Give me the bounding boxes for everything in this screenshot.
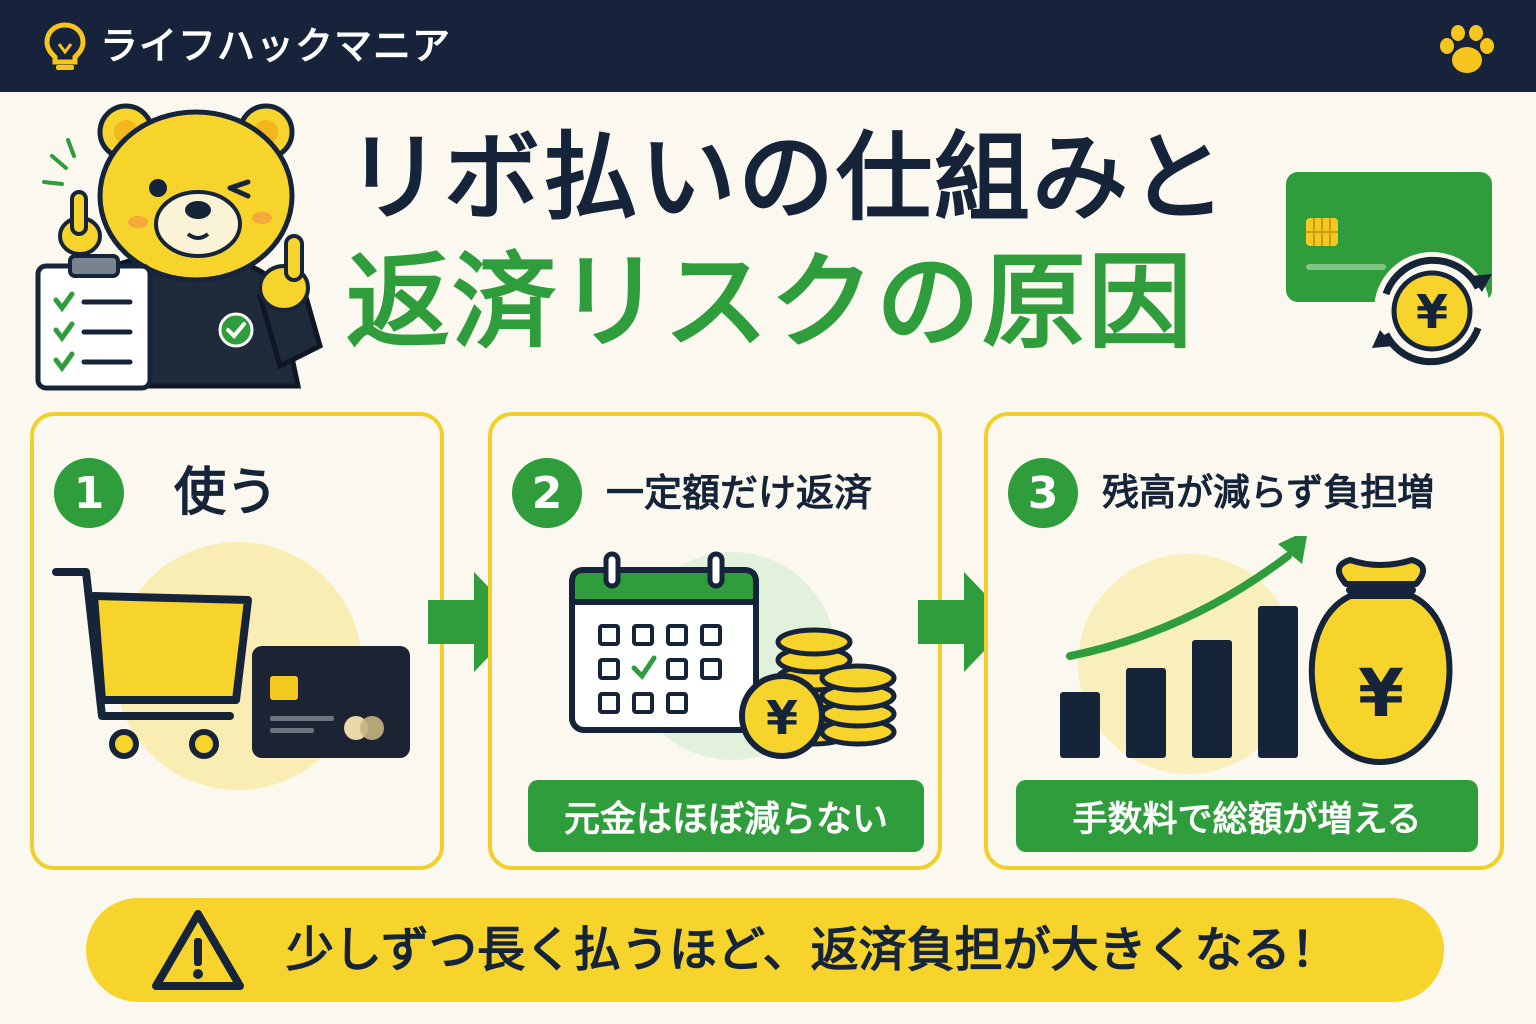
credit-card-yen-cycle-icon: ¥ — [1286, 172, 1492, 368]
calendar-icon — [569, 551, 759, 733]
arrow-right-icon — [428, 572, 522, 672]
arrow-right-icon — [918, 572, 1012, 672]
step-card-3: 3 残高が減らず負担増 ¥ 手数料で総額が増える — [984, 412, 1504, 870]
step-card-2: 2 一定額だけ返済 — [488, 412, 942, 870]
step-3-illustration: ¥ — [1060, 536, 1453, 774]
title-line-1: リボ払いの仕組みと — [346, 122, 1228, 234]
step-number-1: 1 — [54, 458, 124, 528]
step-1-illustration — [52, 542, 410, 790]
step-number-3: 3 — [1008, 458, 1078, 528]
header-bar: ライフハックマニア — [0, 0, 1536, 92]
credit-card-icon — [252, 646, 410, 758]
step-title-2: 一定額だけ返済 — [606, 471, 873, 515]
warning-icon — [152, 910, 244, 990]
step-title-1: 使う — [174, 463, 279, 523]
bar-chart-icon — [1060, 536, 1307, 758]
step-card-1: 1 使う — [30, 412, 444, 870]
coin-stack-icon: ¥ — [739, 627, 897, 759]
warning-banner: 少しずつ長く払うほど、返済負担が大きくなる！ — [86, 898, 1444, 1002]
step-caption-2: 元金はほぼ減らない — [528, 780, 924, 852]
page-title: リボ払いの仕組みと 返済リスクの原因 — [346, 130, 1276, 354]
paw-icon[interactable] — [1438, 24, 1496, 76]
svg-text:¥: ¥ — [1358, 655, 1404, 732]
svg-text:¥: ¥ — [766, 691, 798, 745]
money-bag-icon: ¥ — [1308, 557, 1453, 765]
bear-mascot — [35, 103, 323, 391]
step-2-illustration: ¥ — [569, 551, 897, 760]
svg-text:¥: ¥ — [1416, 285, 1448, 339]
title-line-2: 返済リスクの原因 — [346, 241, 1195, 363]
step-caption-3: 手数料で総額が増える — [1016, 780, 1478, 852]
step-title-3: 残高が減らず負担増 — [1102, 471, 1435, 514]
shopping-cart-icon — [52, 568, 252, 759]
warning-text: 少しずつ長く払うほど、返済負担が大きくなる！ — [286, 922, 1339, 978]
step-number-2: 2 — [512, 458, 582, 528]
lightbulb-icon — [44, 22, 86, 70]
brand-name[interactable]: ライフハックマニア — [100, 24, 452, 68]
